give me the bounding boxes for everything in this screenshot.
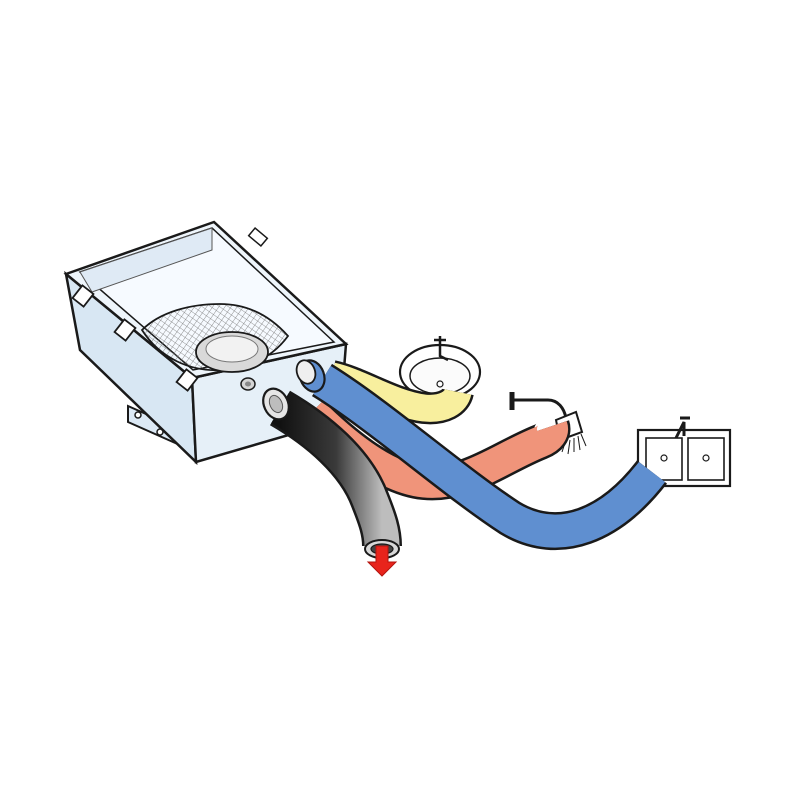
inlet-fitting (295, 359, 317, 385)
side-fitting (240, 377, 256, 391)
strainer-basket (140, 303, 290, 373)
sink-basin (398, 336, 482, 401)
discharge-flow-arrow (366, 545, 398, 577)
discharge-hose (262, 387, 402, 559)
kitchen-sink-drain-hose (298, 359, 668, 551)
double-kitchen-sink (636, 416, 732, 488)
